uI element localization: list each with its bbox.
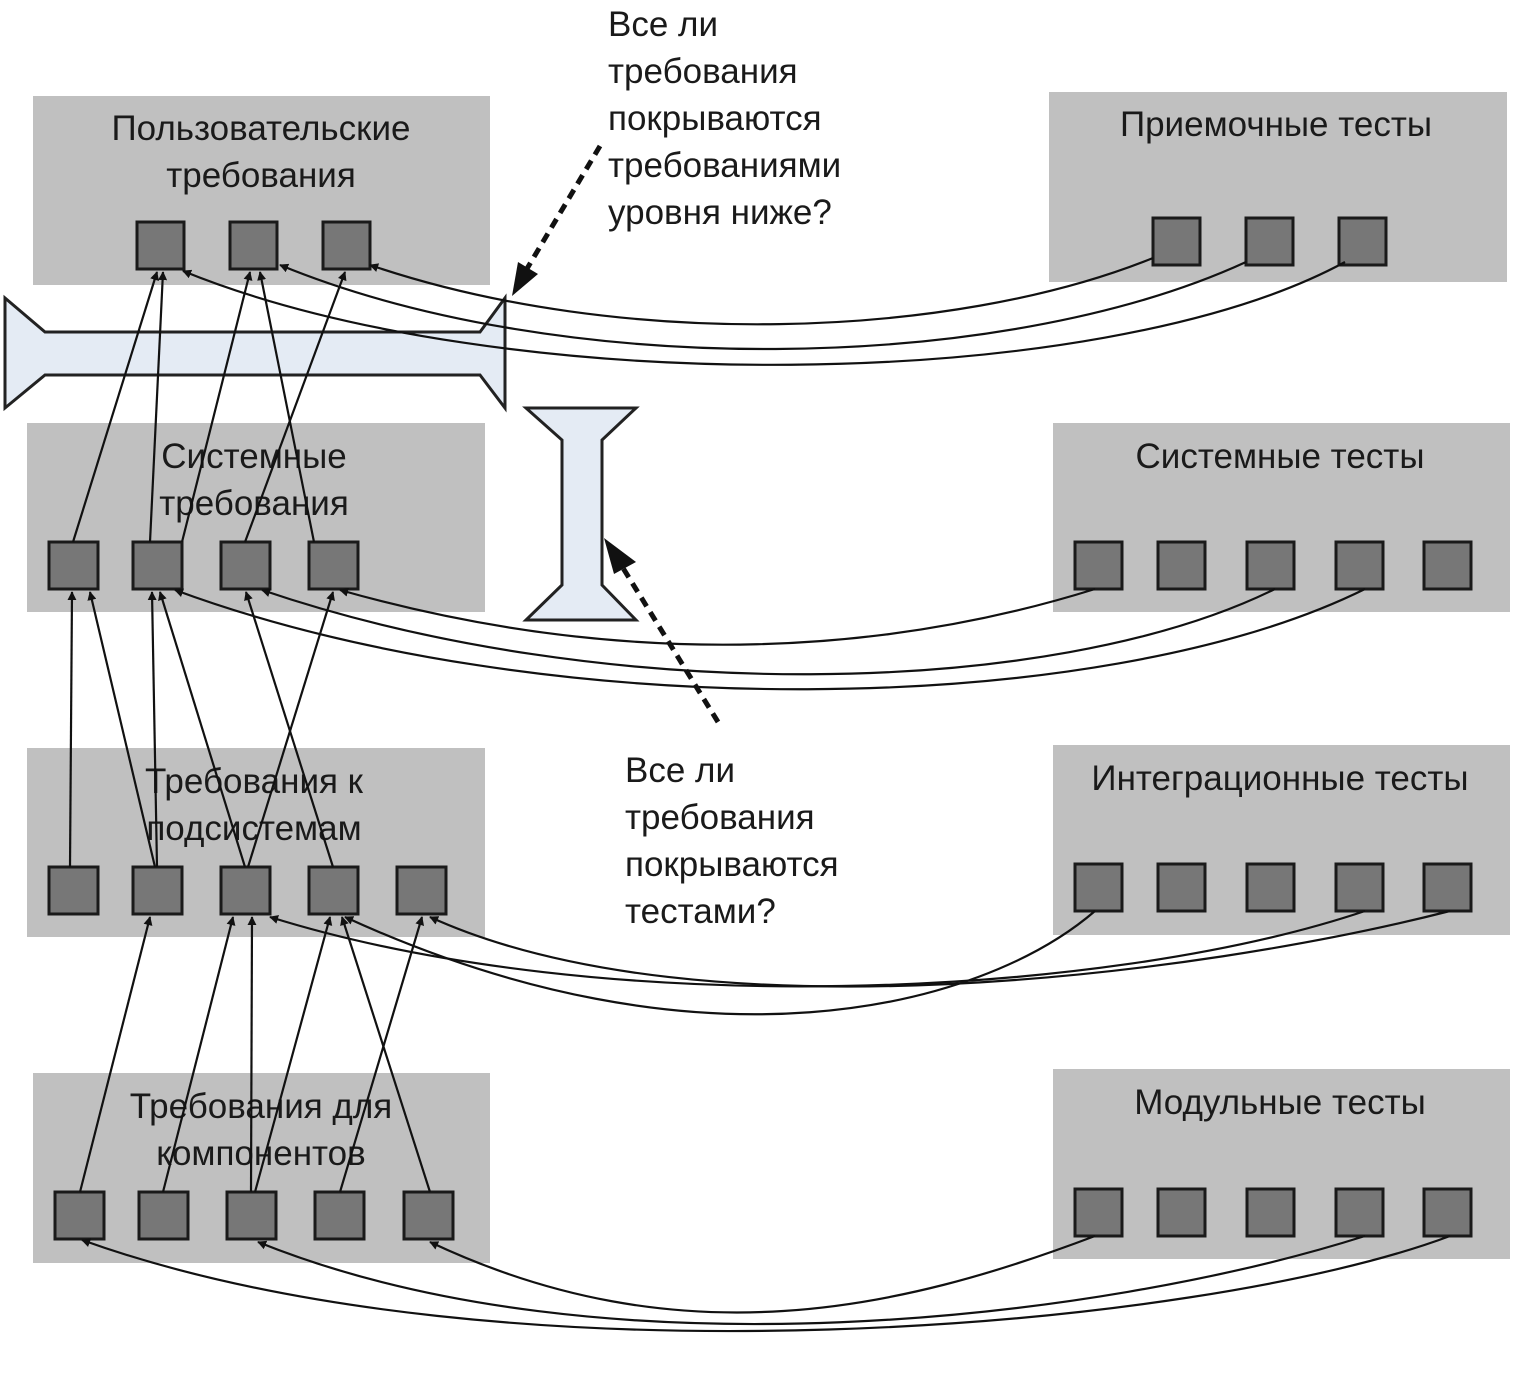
component-requirement-item xyxy=(137,1190,190,1241)
test-trace-arrows xyxy=(81,256,1451,1333)
component-requirement-item xyxy=(402,1190,455,1241)
integration-test-item xyxy=(1422,862,1473,913)
callout-line: Все ли xyxy=(625,751,735,790)
panel-title: Приемочные тесты xyxy=(1120,105,1432,144)
unit-test-item xyxy=(1073,1187,1124,1238)
user-requirement-item xyxy=(135,220,186,271)
callout-pointer xyxy=(620,566,721,724)
component-requirement-item xyxy=(53,1190,106,1241)
callout-coverage-by-lower-level: Все ли требования покрываются требования… xyxy=(512,5,841,296)
panel-title-line: Пользовательские xyxy=(112,109,411,148)
acceptance-test-item xyxy=(1337,216,1388,267)
callout-line: Все ли xyxy=(608,5,718,44)
subsystem-requirement-item xyxy=(307,865,360,916)
subsystem-requirement-item xyxy=(131,865,184,916)
panel-title: Модульные тесты xyxy=(1134,1083,1426,1122)
callout-line: требования xyxy=(608,52,798,91)
requirement-trace-arrows xyxy=(67,271,432,1193)
callout-line: покрываются xyxy=(608,99,822,138)
callout-line: покрываются xyxy=(625,845,839,884)
panel-title: Системные тесты xyxy=(1136,437,1425,476)
horizontal-coverage-bracket xyxy=(3,293,507,413)
system-test-item xyxy=(1245,540,1296,591)
panel-system-requirements: Системные требования xyxy=(27,423,485,612)
component-requirement-item xyxy=(313,1190,366,1241)
callout-line: требования xyxy=(625,798,815,837)
acceptance-test-item xyxy=(1151,216,1202,267)
callout-line: тестами? xyxy=(625,892,776,931)
callout-line: требованиями xyxy=(608,146,841,185)
callout-coverage-by-tests: Все ли требования покрываются тестами? xyxy=(604,538,839,931)
panel-title: Интеграционные тесты xyxy=(1091,759,1468,798)
panel-title-line: Требования для xyxy=(130,1087,392,1126)
unit-test-item xyxy=(1156,1187,1207,1238)
integration-test-item xyxy=(1073,862,1124,913)
component-requirement-item xyxy=(225,1190,278,1241)
system-test-item xyxy=(1073,540,1124,591)
user-requirement-item xyxy=(228,220,279,271)
panel-title-line: Требования к xyxy=(145,762,364,801)
system-test-item xyxy=(1422,540,1473,591)
unit-test-item xyxy=(1245,1187,1296,1238)
callout-line: уровня ниже? xyxy=(608,193,832,232)
callout-pointer xyxy=(522,144,603,274)
system-requirement-item xyxy=(219,540,272,591)
integration-test-item xyxy=(1245,862,1296,913)
panel-user-requirements: Пользовательские требования xyxy=(33,96,490,285)
panel-title-line: Системные xyxy=(161,437,346,476)
system-requirement-item xyxy=(307,540,360,591)
panel-integration-tests: Интеграционные тесты xyxy=(1053,745,1510,935)
panel-title-line: подсистемам xyxy=(146,809,361,848)
panel-acceptance-tests: Приемочные тесты xyxy=(1049,92,1507,282)
panel-unit-tests: Модульные тесты xyxy=(1053,1069,1510,1259)
subsystem-requirement-item xyxy=(47,865,100,916)
vertical-coverage-bracket xyxy=(522,406,640,622)
callout-pointer-head xyxy=(512,262,538,296)
panel-system-tests: Системные тесты xyxy=(1053,423,1510,612)
unit-test-item xyxy=(1334,1187,1385,1238)
unit-test-item xyxy=(1422,1187,1473,1238)
integration-test-item xyxy=(1334,862,1385,913)
user-requirement-item xyxy=(321,220,372,271)
panel-title-line: требования xyxy=(166,156,356,195)
panel-subsystem-requirements: Требования к подсистемам xyxy=(27,748,485,937)
system-requirement-item xyxy=(47,540,100,591)
system-test-item xyxy=(1156,540,1207,591)
acceptance-test-item xyxy=(1244,216,1295,267)
system-test-item xyxy=(1334,540,1385,591)
system-requirement-item xyxy=(131,540,184,591)
callout-pointer-head xyxy=(604,538,636,574)
integration-test-item xyxy=(1156,862,1207,913)
subsystem-requirement-item xyxy=(219,865,272,916)
subsystem-requirement-item xyxy=(395,865,448,916)
